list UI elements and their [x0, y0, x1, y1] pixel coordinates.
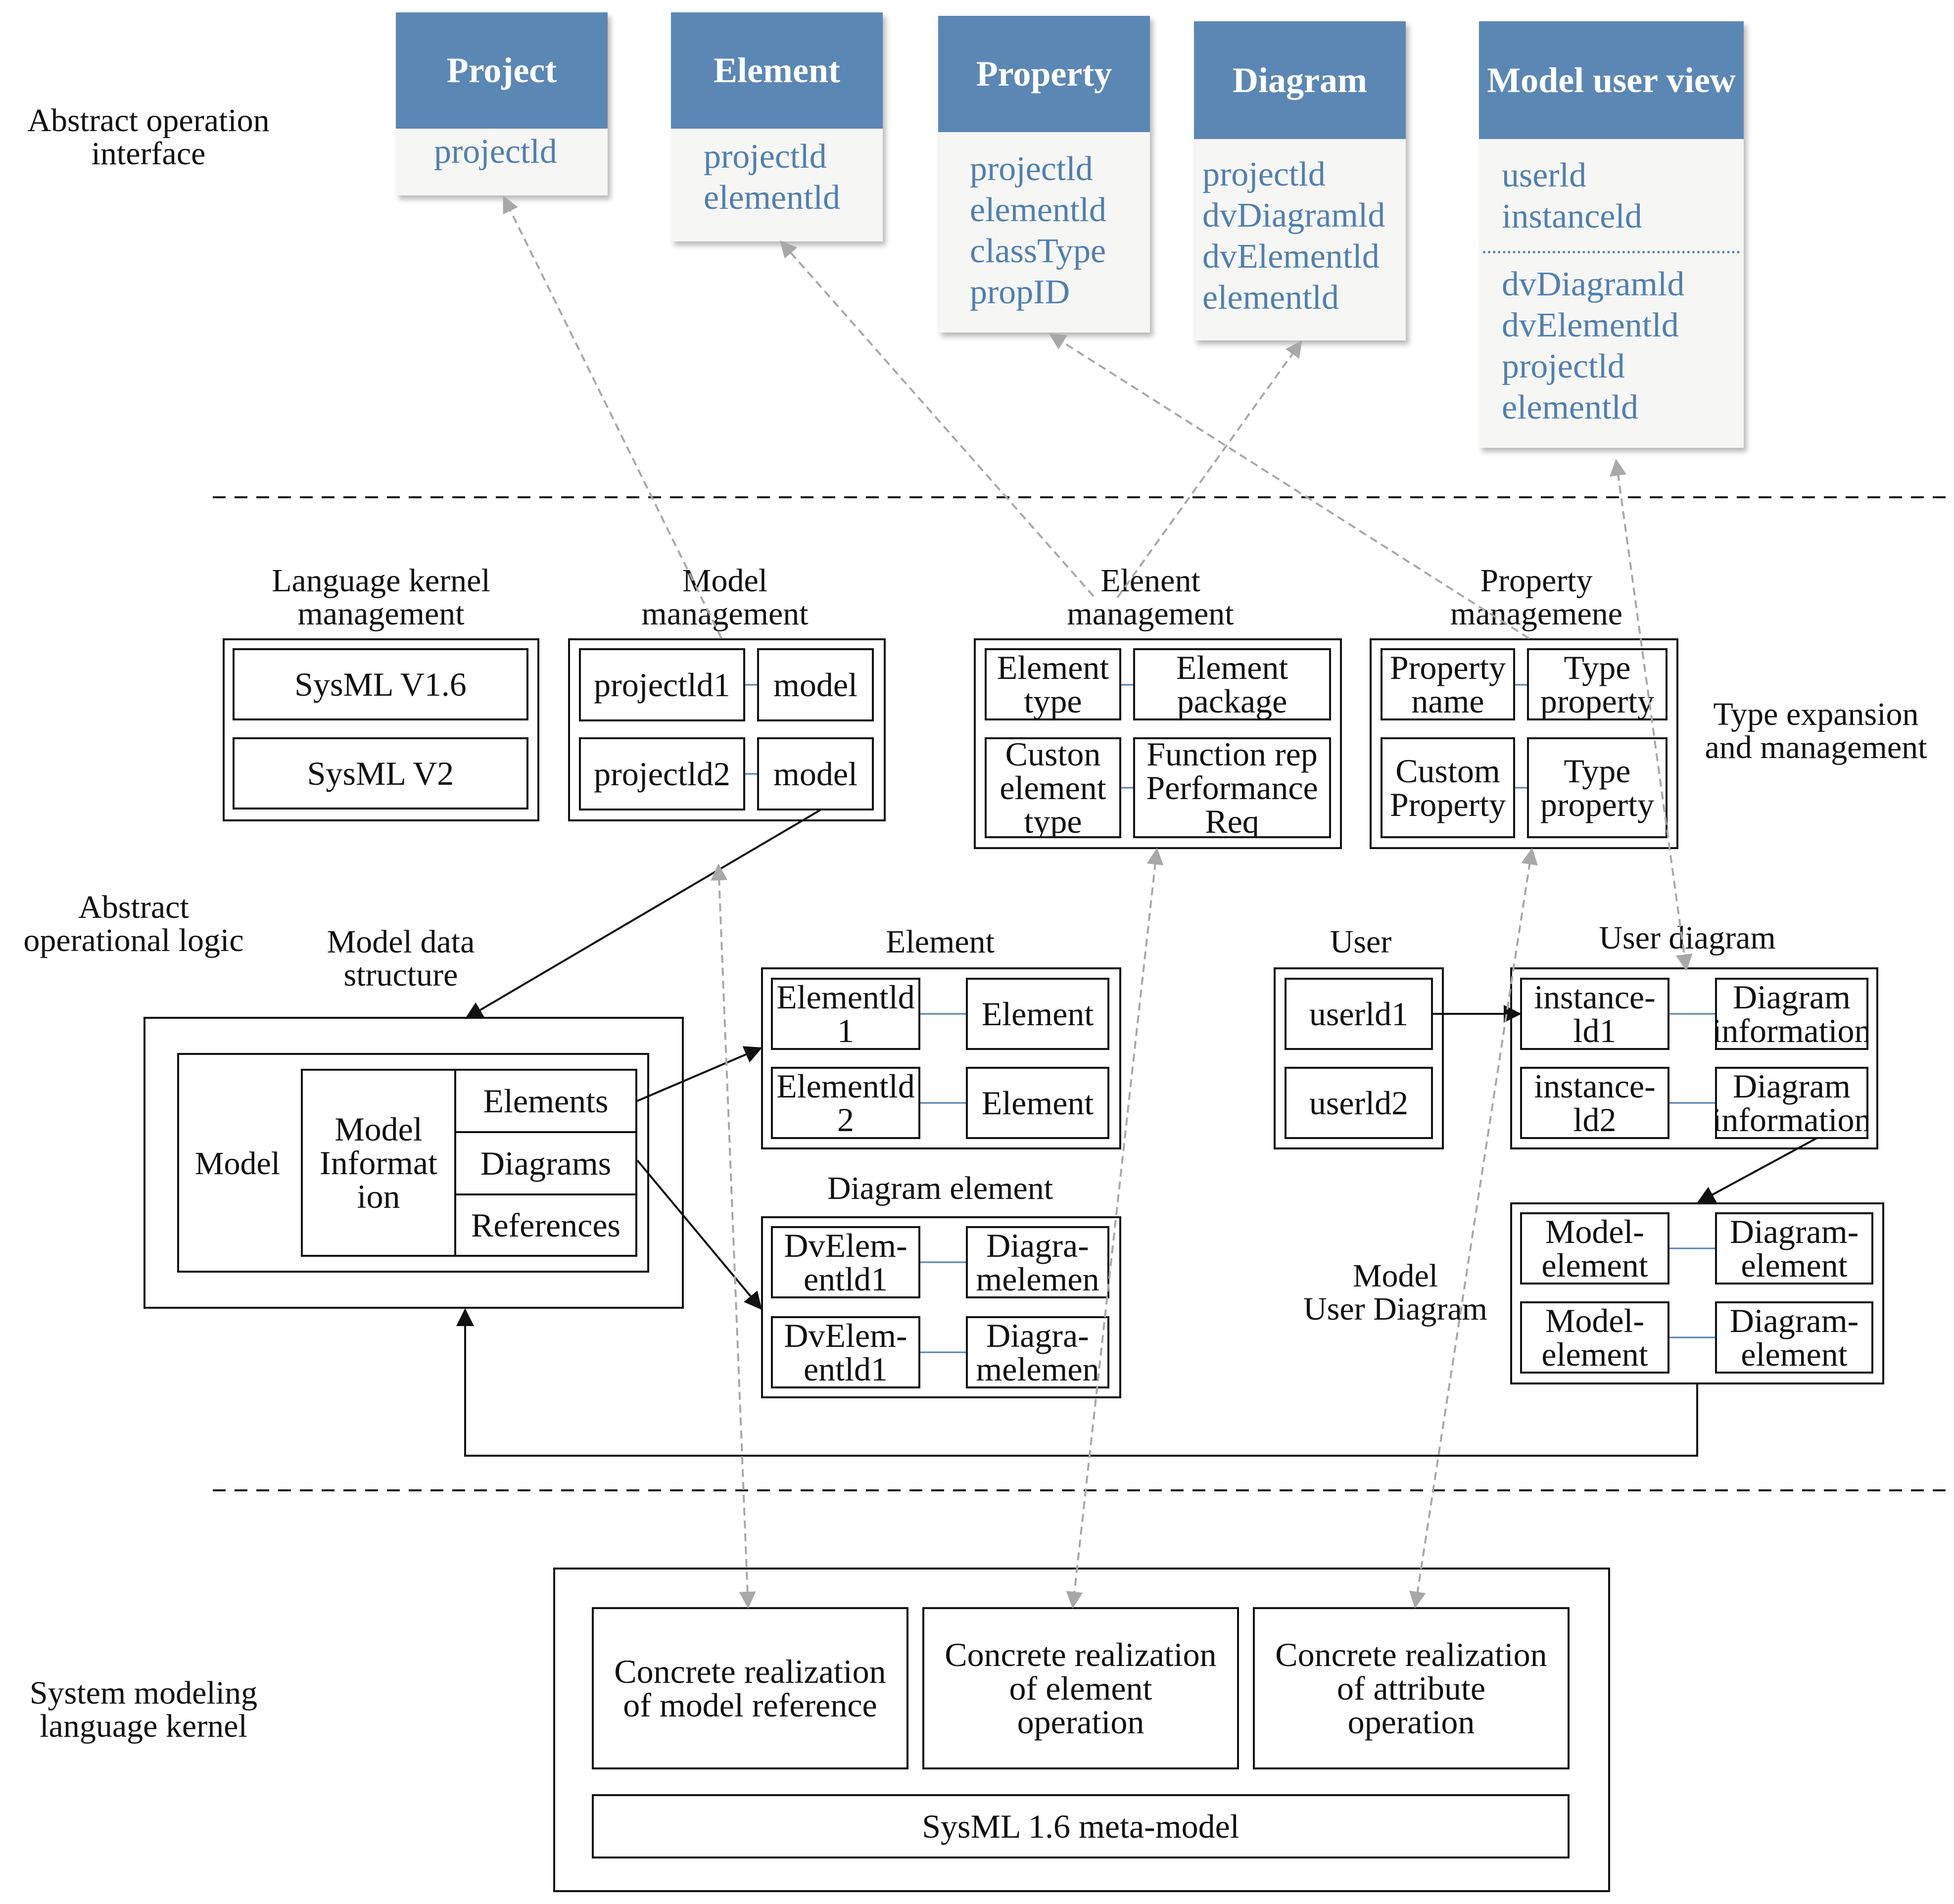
type-expansion-label: Type expansion and management — [1705, 696, 1927, 766]
property-management-title: Property managemene — [1450, 563, 1623, 632]
dashed-attribute-operation — [1409, 848, 1538, 1609]
element-management-title: Elenent management — [1067, 563, 1234, 632]
element-block-title: Element — [886, 924, 995, 960]
kernel-item: SysML V1.6 — [233, 648, 528, 720]
dv-element-id-cell: DvElem- entld1 — [771, 1226, 920, 1298]
dashed-arrows — [503, 195, 1693, 1609]
model-data-structure-title: Model data structure — [327, 924, 475, 994]
arrow-diagrams — [636, 1159, 762, 1310]
card-fields: projectld — [396, 131, 608, 172]
card-field: projectld — [704, 138, 827, 176]
realization-attribute-operation: Concrete realization of attribute operat… — [1253, 1607, 1570, 1769]
card-field: projectld — [1502, 347, 1625, 385]
card-fields: userld instanceld — [1479, 155, 1744, 237]
project-id-cell: projectld2 — [579, 737, 745, 810]
arrow-model-to-structure — [465, 809, 821, 1019]
card-title: Diagram — [1194, 21, 1406, 139]
interface-card-diagram: Diagram projectld dvDiagramld dvElementl… — [1194, 21, 1406, 340]
model-information-cell: Model Informat ion — [301, 1069, 456, 1257]
user-id-cell: userld2 — [1285, 1067, 1433, 1139]
card-field: dvElementld — [1502, 306, 1679, 344]
card-field: elementld — [970, 191, 1107, 229]
diagram-information-cell: Diagram information — [1715, 978, 1868, 1050]
layer-label-logic: Abstract operational logic — [23, 889, 244, 959]
arrow-elements — [637, 1046, 763, 1102]
realization-model-reference: Concrete realization of model reference — [592, 1607, 908, 1769]
card-fields: projectld dvDiagramld dvElementld elemen… — [1194, 154, 1406, 318]
user-block-title: User — [1330, 924, 1392, 960]
card-field: projectld — [970, 150, 1093, 188]
property-management-cell: Property name — [1381, 648, 1515, 720]
card-title: Model user view — [1479, 21, 1744, 139]
element-management-cell: Element package — [1133, 648, 1331, 720]
dv-element-id-cell: DvElem- entld1 — [771, 1316, 920, 1388]
card-fields: projectld elementld classType propID — [938, 148, 1150, 313]
diagram-element-title: Diagram element — [827, 1170, 1053, 1206]
card-field: propID — [970, 273, 1070, 311]
card-separator — [1483, 251, 1740, 253]
card-extra-fields: dvDiagramld dvElementld projectld elemen… — [1479, 264, 1744, 428]
card-field: dvElementld — [1202, 238, 1380, 276]
arrow-user-diagram-to-model — [1697, 1137, 1817, 1203]
instance-id-cell: instance- ld1 — [1520, 978, 1669, 1050]
arrow-feedback — [456, 1308, 1698, 1457]
card-field: instanceld — [1502, 197, 1642, 236]
card-title: Property — [938, 16, 1150, 132]
dashed-model-reference — [711, 863, 756, 1609]
dashed-element — [780, 240, 1095, 597]
kernel-item: SysML V2 — [233, 737, 528, 809]
model-management-title: Model management — [641, 563, 809, 632]
model-label: Model — [194, 1145, 281, 1182]
model-cell: model — [757, 737, 874, 810]
card-field: elementld — [1202, 279, 1339, 317]
element-management-cell: Custon element type — [985, 737, 1121, 838]
dashed-project — [503, 195, 722, 639]
interface-card-project: Project projectld — [396, 12, 608, 195]
card-field: elementld — [704, 179, 841, 217]
user-id-cell: userld1 — [1285, 978, 1433, 1050]
card-field: classType — [970, 232, 1106, 270]
model-element-cell: Model- element — [1520, 1212, 1669, 1285]
cell-links — [745, 684, 1715, 1353]
interface-card-property: Property projectld elementld classType p… — [938, 16, 1150, 333]
dashed-property — [1048, 333, 1530, 639]
card-field: projectld — [1202, 155, 1326, 193]
card-field: elementld — [1502, 388, 1639, 427]
elements-part: Elements — [454, 1069, 637, 1133]
element-id-cell: Elementld 1 — [771, 978, 920, 1050]
dashed-user-view — [1610, 459, 1693, 971]
element-management-cell: Element type — [985, 648, 1121, 720]
card-field: dvDiagramld — [1202, 196, 1385, 235]
diagram-element-cell: Diagram- element — [1715, 1301, 1873, 1374]
interface-card-model-user-view: Model user view userld instanceld dvDiag… — [1479, 21, 1744, 448]
dashed-diagram — [1116, 340, 1302, 599]
property-management-cell: Custom Property — [1381, 737, 1515, 838]
element-id-cell: Elementld 2 — [771, 1067, 920, 1139]
model-element-cell: Model- element — [1520, 1301, 1669, 1374]
card-fields: projectld elementld — [671, 136, 883, 218]
card-field: dvDiagramld — [1502, 265, 1685, 303]
references-part: References — [454, 1193, 637, 1257]
solid-arrows — [456, 809, 1817, 1457]
model-cell: model — [757, 648, 874, 721]
project-id-cell: projectld1 — [579, 648, 745, 721]
diagram-information-cell: Diagram information — [1715, 1067, 1868, 1139]
sysml-metamodel: SysML 1.6 meta-model — [592, 1794, 1570, 1858]
language-kernel-title: Language kernel management — [272, 563, 490, 632]
card-field: userld — [1502, 156, 1587, 194]
card-field: projectld — [434, 133, 557, 171]
card-title: Element — [671, 12, 883, 129]
element-management-cell: Function rep Performance Req — [1133, 737, 1331, 838]
layer-label-interface: Abstract operation interface — [27, 102, 270, 172]
interface-card-element: Element projectld elementld — [671, 12, 883, 241]
layer-label-kernel: System modeling language kernel — [29, 1675, 258, 1745]
diagram-element-cell: Diagram- element — [1715, 1212, 1873, 1285]
dashed-element-operation — [1066, 848, 1164, 1609]
card-title: Project — [396, 12, 608, 129]
